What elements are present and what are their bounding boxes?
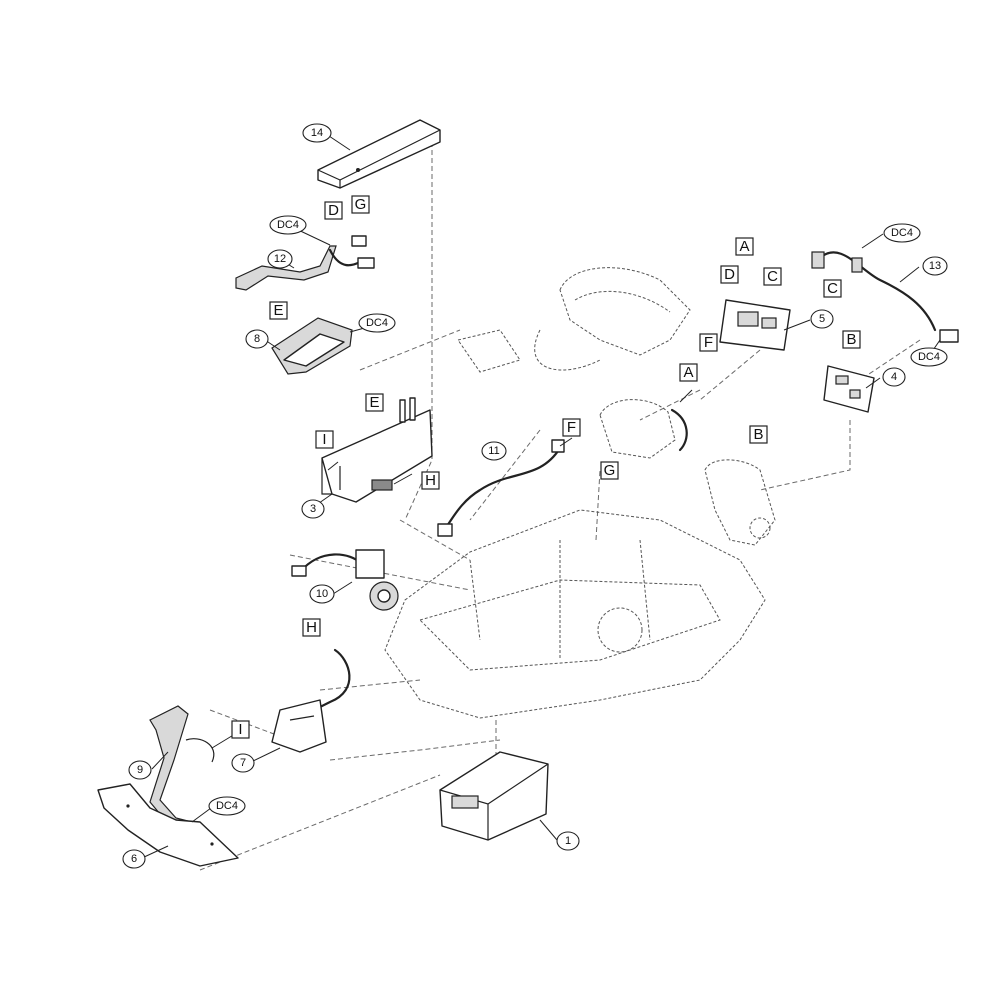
svg-text:14: 14	[311, 127, 323, 139]
connector-label-C-harness: C	[823, 279, 842, 298]
svg-text:9: 9	[137, 764, 143, 776]
svg-text:DC4: DC4	[277, 219, 299, 231]
part-5-main-board	[719, 299, 791, 351]
svg-text:11: 11	[488, 445, 499, 457]
connector-label-E-top: E	[269, 301, 288, 320]
part-8-bracket	[271, 317, 353, 375]
callout-13: 13	[922, 256, 948, 276]
svg-text:H: H	[425, 472, 436, 489]
connector-label-G-chassis: G	[600, 461, 619, 480]
svg-text:DC4: DC4	[891, 227, 913, 239]
callout-7: 7	[231, 753, 255, 773]
svg-text:F: F	[704, 334, 713, 351]
callout-dc4-top: DC4	[269, 215, 307, 235]
svg-text:4: 4	[891, 371, 897, 383]
part-10-drive-unit	[291, 549, 399, 611]
svg-text:A: A	[739, 238, 749, 255]
connector-label-A-motor: A	[679, 363, 698, 382]
svg-text:13: 13	[929, 260, 941, 272]
callout-dc4-bracket: DC4	[358, 313, 396, 333]
motor-right	[704, 459, 776, 546]
callout-10: 10	[309, 584, 335, 604]
part-6-cover	[97, 783, 239, 867]
motor-left	[599, 399, 688, 459]
svg-text:G: G	[604, 462, 616, 479]
callout-3: 3	[301, 499, 325, 519]
svg-text:12: 12	[274, 253, 286, 265]
connector-label-F-wire: F	[562, 418, 581, 437]
console-unit	[457, 267, 691, 373]
svg-text:3: 3	[310, 503, 316, 515]
part-12-harness	[235, 235, 375, 291]
svg-text:D: D	[724, 266, 735, 283]
connector-label-D-top: D	[324, 201, 343, 220]
chassis-frame	[384, 509, 766, 719]
connector-label-I-lower: I	[231, 720, 250, 739]
callout-4: 4	[882, 367, 906, 387]
svg-text:A: A	[683, 364, 693, 381]
part-4-sensor-board	[823, 365, 875, 413]
svg-text:DC4: DC4	[918, 351, 940, 363]
svg-text:I: I	[238, 721, 242, 738]
part-9-ribbon	[149, 705, 215, 829]
connector-label-C-board: C	[763, 267, 782, 286]
svg-text:F: F	[567, 419, 576, 436]
connector-label-B-board: B	[842, 330, 861, 349]
part-14-cover-plate	[317, 119, 441, 189]
svg-text:C: C	[767, 268, 778, 285]
svg-text:10: 10	[316, 588, 328, 600]
callout-dc4-harness-bottom: DC4	[910, 347, 948, 367]
leader-lines	[141, 135, 941, 859]
connector-label-A-board: A	[735, 237, 754, 256]
callout-11: 11	[481, 441, 507, 461]
callout-8: 8	[245, 329, 269, 349]
part-11-cable	[437, 439, 565, 537]
svg-text:DC4: DC4	[366, 317, 388, 329]
callout-5: 5	[810, 309, 834, 329]
connector-label-G-top: G	[351, 195, 370, 214]
connector-label-D-board: D	[720, 265, 739, 284]
svg-text:DC4: DC4	[216, 800, 238, 812]
callout-6: 6	[122, 849, 146, 869]
callout-dc4-harness-top: DC4	[883, 223, 921, 243]
connector-label-H-lower: H	[302, 618, 321, 637]
svg-text:C: C	[827, 280, 838, 297]
svg-text:E: E	[273, 302, 283, 319]
connector-label-B-motor: B	[749, 425, 768, 444]
svg-text:6: 6	[131, 853, 137, 865]
svg-text:B: B	[846, 331, 856, 348]
callout-12: 12	[267, 249, 293, 269]
svg-text:5: 5	[819, 313, 825, 325]
svg-text:D: D	[328, 202, 339, 219]
part-1-battery	[439, 751, 549, 841]
callout-1: 1	[556, 831, 580, 851]
callout-9: 9	[128, 760, 152, 780]
part-7-mount	[271, 648, 351, 753]
svg-text:I: I	[322, 431, 326, 448]
connector-label-E-box: E	[365, 393, 384, 412]
svg-text:E: E	[369, 394, 379, 411]
svg-text:8: 8	[254, 333, 260, 345]
callout-dc4-ribbon: DC4	[208, 796, 246, 816]
connector-label-I-box: I	[315, 430, 334, 449]
svg-text:1: 1	[565, 835, 571, 847]
svg-text:H: H	[306, 619, 317, 636]
svg-text:7: 7	[240, 757, 246, 769]
part-13-harness	[811, 251, 959, 343]
part-3-control-box	[321, 397, 433, 503]
svg-text:B: B	[753, 426, 763, 443]
connector-label-H-box: H	[421, 471, 440, 490]
connector-label-F-board: F	[699, 333, 718, 352]
svg-text:G: G	[355, 196, 367, 213]
callout-14: 14	[302, 123, 332, 143]
